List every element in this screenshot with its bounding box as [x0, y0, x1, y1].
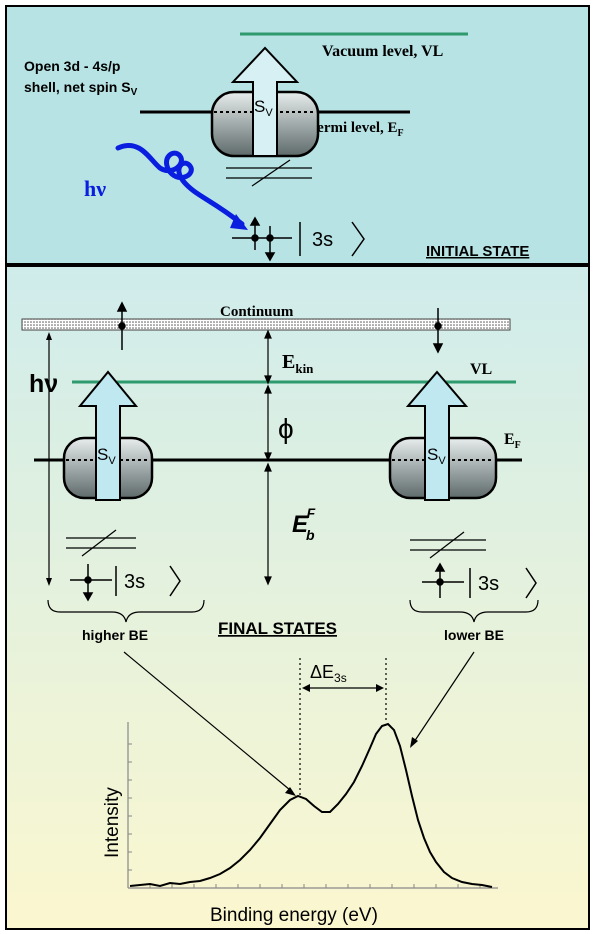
- lower-be-label: lower BE: [444, 627, 504, 643]
- spectrum-curve: [129, 722, 493, 888]
- right-band-bar: SV: [388, 370, 498, 501]
- left-gap-marks: [66, 529, 136, 557]
- final-states-panel: Continuum hν VL Ekin: [5, 265, 590, 930]
- final-photon-label: hν: [29, 370, 58, 398]
- photon-label: hν: [84, 176, 106, 201]
- final-states-title: FINAL STATES: [218, 619, 337, 638]
- photon-wave: hν: [84, 143, 248, 230]
- continuum-band: [21, 318, 511, 331]
- left-band-bar: SV: [62, 370, 154, 501]
- pointer-higher-be: [123, 651, 291, 791]
- shell-label-line2: shell, net spin SV: [24, 79, 138, 98]
- y-axis-label: Intensity: [102, 787, 123, 858]
- right-brace: [409, 599, 539, 623]
- left-3s-level: [70, 564, 181, 602]
- y-ticks: [128, 743, 132, 871]
- left-brace: [47, 599, 205, 623]
- phi-label: ϕ: [278, 413, 294, 444]
- eb-label: EbF: [292, 505, 316, 543]
- x-axis-label: Binding energy (eV): [210, 905, 378, 926]
- final-ef-label: EF: [504, 431, 521, 451]
- svg-text:SV: SV: [97, 445, 116, 467]
- svg-text:SV: SV: [427, 445, 446, 467]
- left-ket-label: 3s: [124, 571, 145, 593]
- xps-spectrum: ΔE3s Intensity Binding energy (eV): [102, 658, 498, 926]
- shell-label-line1: Open 3d - 4s/p: [24, 58, 120, 74]
- fermi-level-label: Fermi level, EF: [308, 120, 404, 139]
- binding-energy-arrow: [264, 462, 272, 586]
- x-ticks: [149, 884, 481, 888]
- delta-label: ΔE3s: [310, 662, 347, 685]
- initial-3s-level: [232, 216, 365, 262]
- pointer-lower-be: [413, 651, 475, 743]
- right-3s-level: [422, 562, 537, 599]
- level-gap-marks: [226, 159, 312, 187]
- higher-be-label: higher BE: [82, 627, 148, 643]
- vacuum-level-label: Vacuum level, VL: [322, 43, 443, 60]
- spin-arrow: SV: [230, 46, 300, 157]
- final-vl-label: VL: [470, 361, 492, 378]
- right-ket-label: 3s: [478, 573, 499, 595]
- kinetic-energy-arrow: [264, 329, 272, 385]
- initial-state-panel: Vacuum level, VL Open 3d - 4s/p shell, n…: [5, 5, 590, 265]
- right-gap-marks: [410, 531, 486, 559]
- initial-ket-label: 3s: [312, 229, 333, 251]
- ejected-electrons: [116, 301, 444, 354]
- work-function-arrow: [264, 384, 272, 462]
- svg-text:SV: SV: [254, 97, 273, 119]
- ekin-label: Ekin: [282, 351, 314, 376]
- continuum-label: Continuum: [220, 304, 294, 320]
- initial-state-title: INITIAL STATE: [426, 243, 529, 260]
